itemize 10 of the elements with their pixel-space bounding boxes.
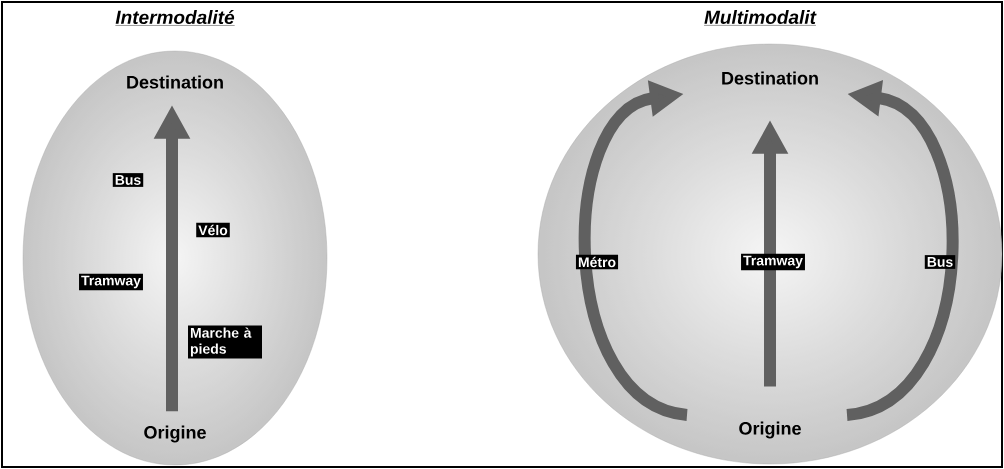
endpoint-label: Origine <box>739 421 801 439</box>
node-label: Multimodalit <box>704 10 817 24</box>
edge-label: Bus <box>924 255 956 269</box>
mode-label: Bus <box>112 173 144 187</box>
endpoint-label: Origine <box>144 425 206 443</box>
mode-label: Marche à pieds <box>188 325 262 359</box>
endpoint-label: Destination <box>722 71 818 85</box>
endpoint-label: Destination <box>127 75 223 89</box>
node-label: Intermodalité <box>115 9 235 25</box>
arrow <box>579 80 689 421</box>
